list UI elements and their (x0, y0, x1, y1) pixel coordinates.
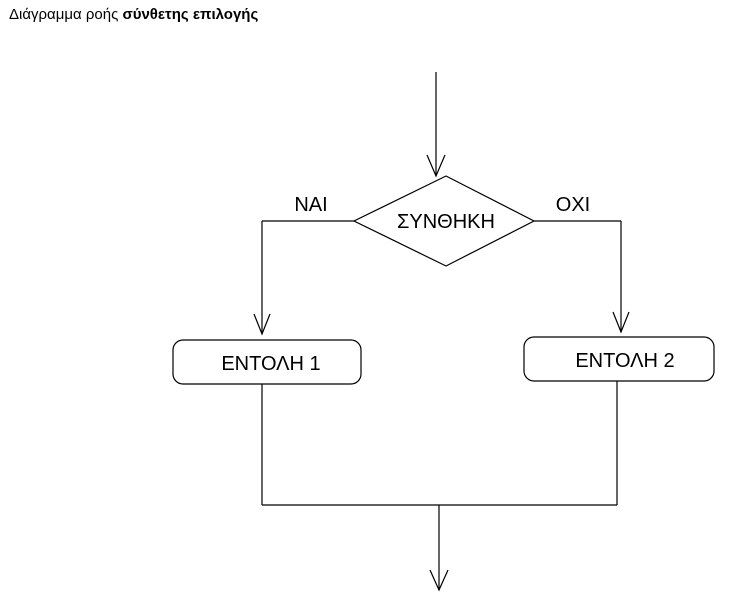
exit-arrow-head (429, 569, 449, 592)
entry-arrow-head (426, 154, 446, 178)
caption-prefix: Διάγραμμα ροής (9, 6, 123, 23)
no-branch-arrow-head (612, 311, 630, 334)
yes-branch-arrow-head (253, 313, 271, 336)
no-label: ΟΧΙ (556, 194, 590, 216)
command-2-label: ΕΝΤΟΛΗ 2 (575, 350, 674, 372)
yes-label: ΝΑΙ (294, 194, 327, 216)
command-1-label: ΕΝΤΟΛΗ 1 (221, 353, 320, 375)
command-2-box (523, 336, 715, 382)
caption-bold: σύνθετης επιλογής (122, 6, 259, 23)
diagram-caption: Διάγραμμα ροής σύνθετης επιλογής (9, 5, 258, 25)
condition-diamond (352, 175, 536, 267)
condition-label: ΣΥΝΘΗΚΗ (397, 211, 495, 233)
command-1-box (172, 339, 362, 385)
